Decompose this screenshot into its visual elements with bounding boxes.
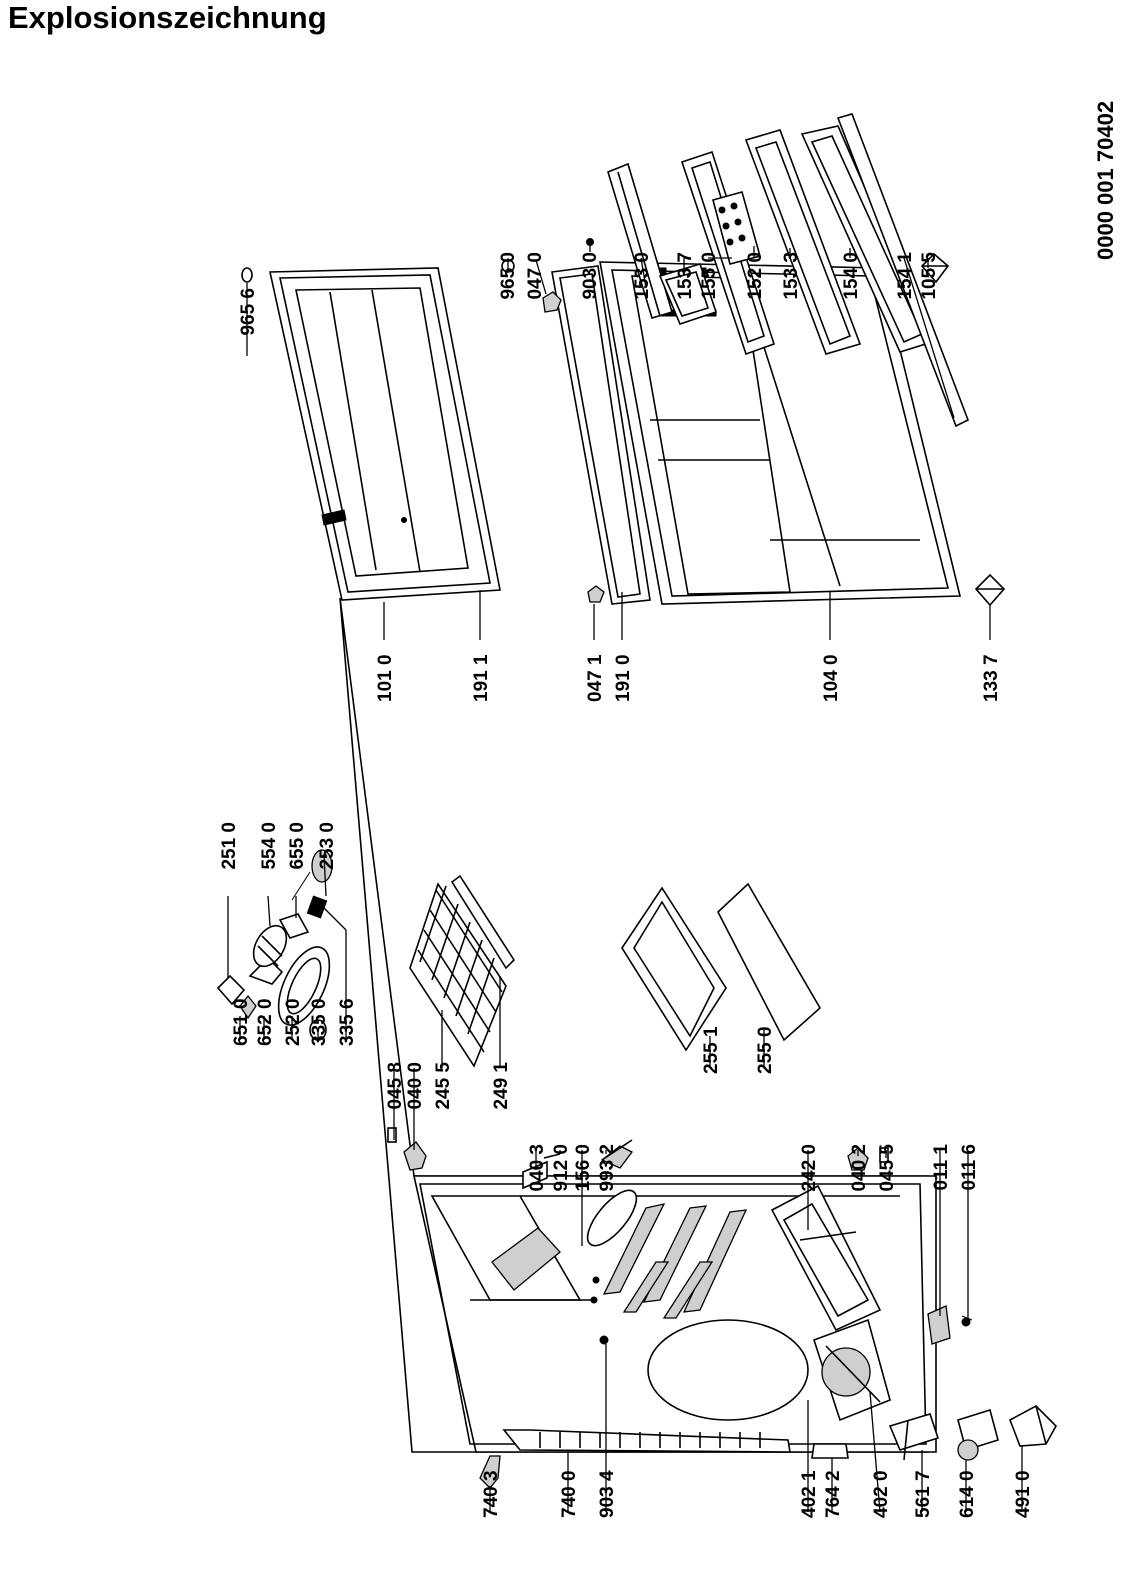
door-shelves-drawing xyxy=(607,113,970,428)
part-label-153-0: 153 0 xyxy=(632,252,653,300)
part-label-105-5: 105 5 xyxy=(919,252,940,300)
page-title: Explosionszeichnung xyxy=(8,0,327,35)
part-label-903-4: 903 4 xyxy=(597,1470,618,1518)
fridge-door-drawing xyxy=(551,261,962,605)
part-label-491-0: 491 0 xyxy=(1013,1470,1034,1518)
part-label-614-0: 614 0 xyxy=(957,1470,978,1518)
part-label-040-0: 040 0 xyxy=(405,1062,426,1110)
part-label-191-1: 191 1 xyxy=(471,654,492,702)
part-label-245-5: 245 5 xyxy=(433,1062,454,1110)
cabinet-parts-drawing xyxy=(387,1127,973,1345)
leader-lines xyxy=(227,240,1023,1513)
shelves-drawing xyxy=(621,882,822,1052)
part-label-040-2: 040 2 xyxy=(849,1144,870,1192)
part-label-655-0: 655 0 xyxy=(287,822,308,870)
part-label-152-0: 152 0 xyxy=(745,252,766,300)
part-label-255-1: 255 1 xyxy=(701,1026,722,1074)
part-label-251-0: 251 0 xyxy=(219,822,240,870)
part-label-740-0: 740 0 xyxy=(559,1470,580,1518)
document-code: 0000 001 70402 xyxy=(1093,101,1118,260)
part-label-011-6: 011 6 xyxy=(959,1144,980,1191)
part-label-255-0: 255 0 xyxy=(755,1026,776,1074)
part-label-903-0: 903 0 xyxy=(580,252,601,300)
part-label-253-0: 253 0 xyxy=(317,822,338,870)
part-label-154-0: 154 0 xyxy=(841,252,862,300)
bottom-parts-drawing xyxy=(479,1405,1057,1489)
part-label-651-0: 651 0 xyxy=(231,998,252,1046)
part-label-191-0: 191 0 xyxy=(613,654,634,702)
part-labels: 965 6 101 0 191 1 965 0 047 0 903 0 047 1 191 0… xyxy=(219,252,1034,1518)
part-label-153-7: 153 7 xyxy=(675,252,696,300)
part-label-740-3: 740 3 xyxy=(481,1470,502,1518)
part-label-047-0: 047 0 xyxy=(525,252,546,300)
part-label-249-1: 249 1 xyxy=(491,1062,512,1110)
part-label-242-0: 242 0 xyxy=(799,1144,820,1192)
part-label-965-0: 965 0 xyxy=(498,252,519,300)
part-label-045-8: 045 8 xyxy=(385,1062,406,1110)
part-label-993-2: 993 2 xyxy=(597,1144,618,1192)
part-label-561-7: 561 7 xyxy=(913,1470,934,1518)
part-label-156-0: 156 0 xyxy=(573,1144,594,1192)
part-label-554-0: 554 0 xyxy=(259,822,280,870)
freezer-door-drawing xyxy=(241,267,501,601)
part-label-047-1: 047 1 xyxy=(585,654,606,702)
part-label-402-1: 402 1 xyxy=(799,1470,820,1518)
part-label-252-0: 252 0 xyxy=(283,998,304,1046)
part-label-335-0: 335 0 xyxy=(309,998,330,1046)
part-label-764-2: 764 2 xyxy=(823,1470,844,1518)
part-label-912-0: 912 0 xyxy=(551,1144,572,1192)
part-label-155-0: 155 0 xyxy=(699,252,720,300)
part-label-101-0: 101 0 xyxy=(375,654,396,702)
cabinet-body-drawing xyxy=(339,597,937,1453)
part-label-154-1: 154 1 xyxy=(895,252,916,300)
part-label-104-0: 104 0 xyxy=(821,654,842,702)
part-label-652-0: 652 0 xyxy=(255,998,276,1046)
part-label-402-0: 402 0 xyxy=(871,1470,892,1518)
part-label-040-3: 040 3 xyxy=(527,1144,548,1192)
thermostat-assembly-drawing xyxy=(216,849,333,1041)
part-label-965-6: 965 6 xyxy=(238,288,259,336)
evaporator-drawing xyxy=(409,874,516,1068)
part-label-011-1: 011 1 xyxy=(931,1144,952,1191)
part-label-153-3: 153 3 xyxy=(781,252,802,300)
part-label-133-7: 133 7 xyxy=(981,654,1002,702)
part-label-045-5: 045 5 xyxy=(877,1144,898,1192)
part-label-335-6: 335 6 xyxy=(337,998,358,1046)
